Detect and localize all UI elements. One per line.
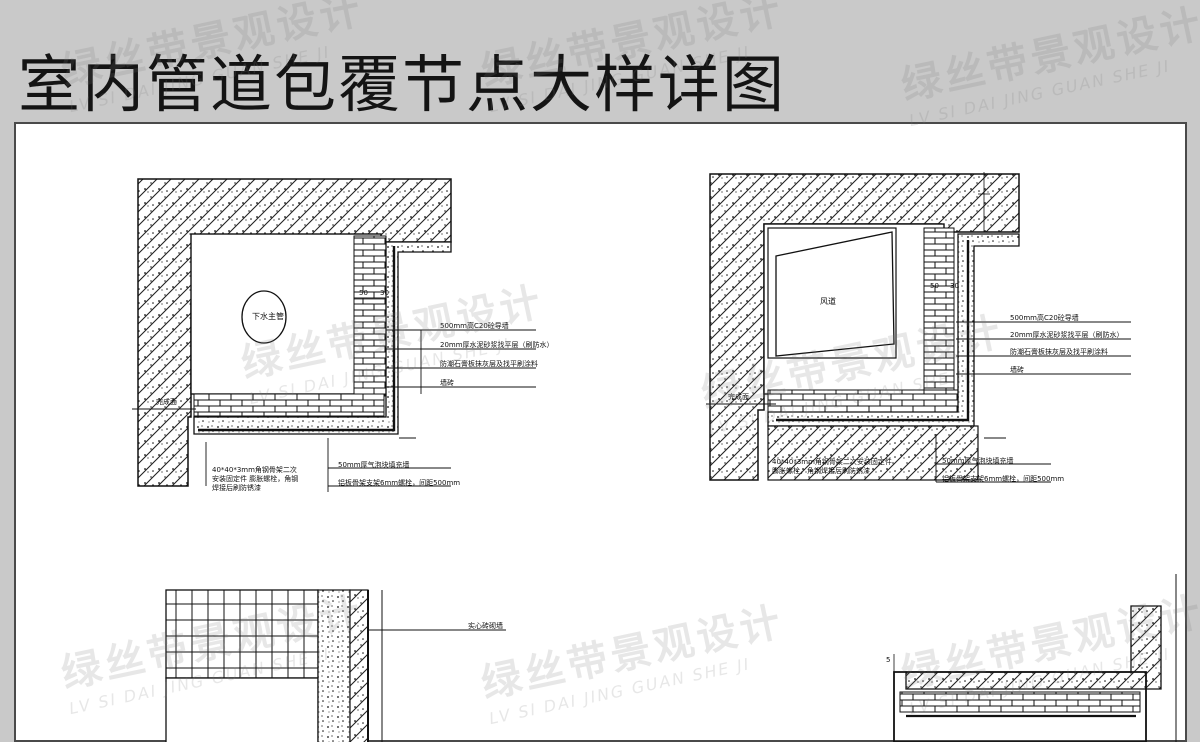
detail-d-boxing (893, 671, 1147, 742)
detail-c-tile-grid (165, 589, 319, 679)
detail-d-dim: 5 (886, 656, 891, 664)
detail-a-pipe (241, 290, 287, 344)
detail-d-concrete (905, 605, 1162, 690)
detail-b-callout-3: 防潮石膏板抹灰层及找平刷涂料 (1010, 348, 1108, 356)
detail-b-lower-wall (767, 425, 979, 481)
detail-b-callout-1: 500mm高C20砼导墙 (1010, 314, 1079, 322)
detail-a-callout-1: 500mm高C20砼导墙 (440, 322, 509, 330)
detail-a-pipe-shaft (190, 233, 382, 395)
detail-b-callout-2: 20mm厚水泥砂浆找平层（刷防水） (1010, 331, 1124, 339)
detail-a-callout-2: 20mm厚水泥砂浆找平层（刷防水） (440, 341, 554, 349)
detail-a-bottom-note-2: 铝板骨架支架6mm螺栓，间距500mm (338, 479, 461, 487)
cad-drawing (132, 172, 1177, 742)
detail-b-bottom-note-left: 40*40*3mm角钢骨架二次安装固定件 膨胀螺栓，角钢焊接后刷防锈漆 (772, 458, 892, 475)
drawing-title: 室内管道包覆节点大样详图 (18, 48, 787, 121)
detail-d (893, 574, 1177, 742)
detail-c-concrete (317, 589, 351, 742)
detail-a-callout-4: 墙砖 (440, 379, 454, 387)
detail-c-callout: 实心砖砌墙 (468, 622, 503, 630)
detail-a-leaders (132, 329, 536, 492)
detail-a-bottom-note-left: 40*40*3mm角钢骨架二次安装固定件 膨胀螺栓，角钢焊接后刷防锈漆 (212, 466, 299, 492)
detail-c (165, 589, 506, 742)
detail-b-bottom-note-1: 50mm厚气泡块填充墙 (942, 457, 1014, 465)
drawing-sheet: 下水主管 50 30 完成面 500mm高C20砼导墙 20mm厚水泥砂浆找平层… (14, 122, 1187, 742)
detail-d-cladding (899, 691, 1141, 713)
detail-a-cladding-right (353, 235, 387, 397)
detail-b-dim-1: 50 (930, 282, 939, 290)
detail-b (706, 172, 1131, 483)
detail-b-duct-label: 风道 (820, 297, 836, 306)
detail-b-cladding-bottom (767, 389, 959, 413)
detail-b-leaders (706, 321, 1131, 483)
detail-a-callout-3: 防潮石膏板抹灰层及找平刷涂料 (440, 360, 538, 368)
detail-b-duct (775, 231, 895, 357)
detail-a-pipe-label: 下水主管 (252, 312, 284, 321)
detail-b-bottom-note-2: 铝板骨架支架6mm螺栓，间距500mm (942, 475, 1065, 483)
detail-a-cladding-bottom (193, 393, 385, 417)
detail-b-left-mark: 完成面 (728, 393, 749, 401)
detail-b-callout-4: 墙砖 (1010, 366, 1024, 374)
detail-a-bottom-note-1: 50mm厚气泡块填充墙 (338, 461, 410, 469)
detail-c-brick-wall (349, 589, 369, 742)
detail-a-boxing (193, 241, 452, 435)
detail-a-dim-1: 50 (359, 289, 368, 297)
detail-a-left-mark: 完成面 (156, 398, 177, 406)
detail-a (132, 178, 536, 492)
detail-b-cladding-right (923, 227, 955, 399)
detail-b-dim-2: 30 (950, 282, 959, 290)
detail-a-dim-2: 30 (380, 289, 389, 297)
